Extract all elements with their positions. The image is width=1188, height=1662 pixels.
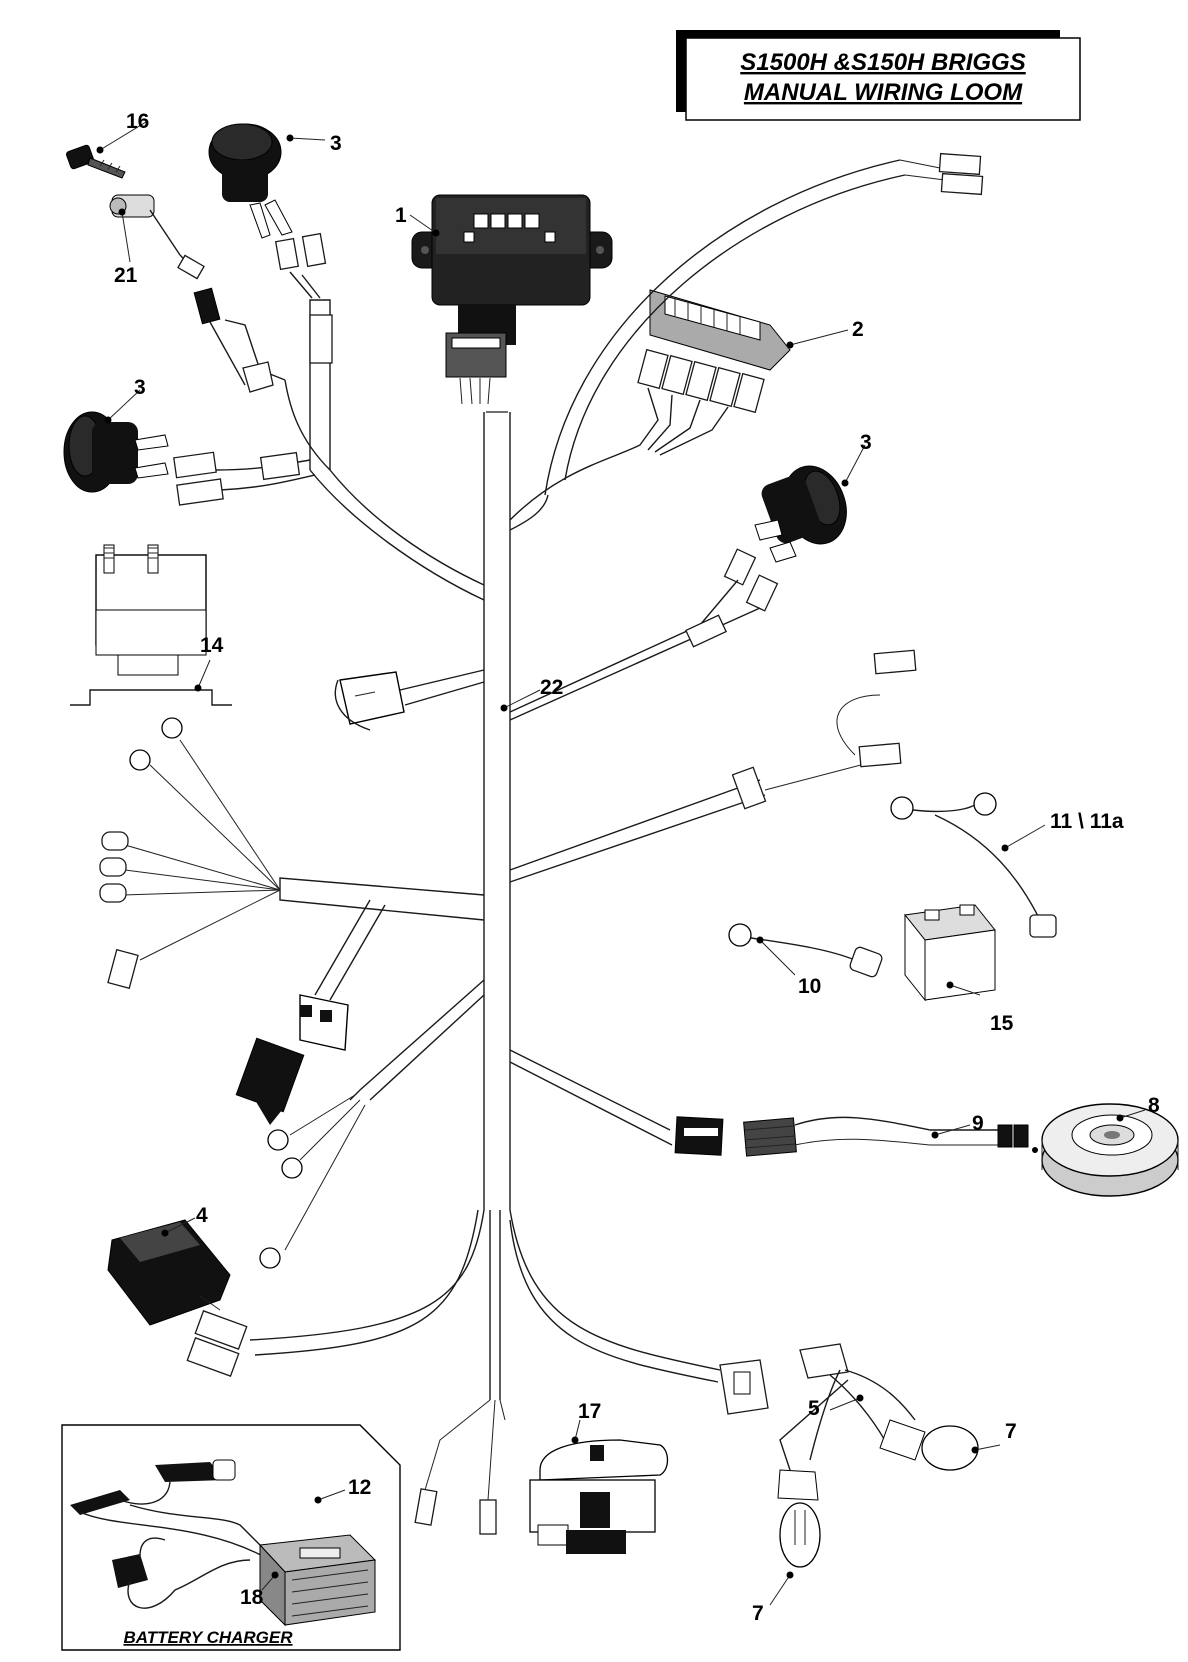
title-block: S1500H &S150H BRIGGS MANUAL WIRING LOOM (676, 30, 1081, 121)
fuse-holder (107, 1219, 231, 1326)
callout-4: 4 (196, 1204, 208, 1227)
push-switch-top (208, 123, 293, 239)
battery-cable-11 (890, 792, 1057, 938)
light-loom-and-bulbs (719, 1343, 979, 1568)
title-line-2: MANUAL WIRING LOOM (744, 79, 1023, 106)
callout-8: 8 (1148, 1094, 1160, 1117)
callout-17: 17 (578, 1400, 601, 1423)
main-harness-trunk (483, 411, 511, 1210)
callout-labels: 1 2 3 3 3 16 21 14 22 11 \ 11a 10 15 8 9… (114, 110, 1160, 1625)
ignition-switch (109, 194, 246, 386)
battery-charger-inset: BATTERY CHARGER (61, 1424, 401, 1651)
battery-gauge (509, 289, 791, 521)
solenoid (70, 544, 232, 706)
callout-16: 16 (126, 110, 149, 133)
callout-9: 9 (972, 1112, 984, 1135)
branch-upper-left (173, 232, 485, 601)
hour-meter (411, 194, 613, 405)
battery (904, 904, 996, 1002)
callout-2: 2 (852, 318, 864, 341)
callout-21: 21 (114, 264, 138, 287)
branch-lower-left-rings (259, 979, 485, 1269)
branch-left-mid (334, 669, 485, 731)
callout-10: 10 (798, 975, 821, 998)
branch-right-upper (509, 649, 917, 883)
battery-cable-10 (728, 923, 883, 978)
callout-1: 1 (395, 204, 407, 227)
callout-5: 5 (808, 1397, 820, 1420)
callout-15: 15 (990, 1012, 1014, 1035)
branch-top-right (509, 152, 984, 531)
callout-7-upper: 7 (1005, 1420, 1017, 1443)
callout-11: 11 \ 11a (1050, 810, 1124, 833)
callout-3-left: 3 (134, 376, 146, 399)
callout-3-top: 3 (330, 132, 342, 155)
electric-clutch (1041, 1103, 1179, 1197)
branch-pto-clutch (509, 1049, 1038, 1157)
callout-3-right: 3 (860, 431, 872, 454)
title-line-1: S1500H &S150H BRIGGS (740, 49, 1025, 76)
inset-caption: BATTERY CHARGER (123, 1628, 293, 1647)
callout-18: 18 (240, 1586, 264, 1609)
branch-lower (186, 1209, 721, 1535)
callout-12: 12 (348, 1476, 371, 1499)
leader-lines (96, 121, 1146, 1606)
callout-14: 14 (200, 634, 224, 657)
push-switch-left (63, 411, 169, 493)
branch-left-fan (99, 717, 485, 1125)
seat-switch (529, 1439, 669, 1554)
callout-7-lower: 7 (752, 1602, 764, 1625)
push-switch-right (509, 465, 847, 721)
callout-22: 22 (540, 676, 563, 699)
ignition-key (65, 144, 126, 179)
